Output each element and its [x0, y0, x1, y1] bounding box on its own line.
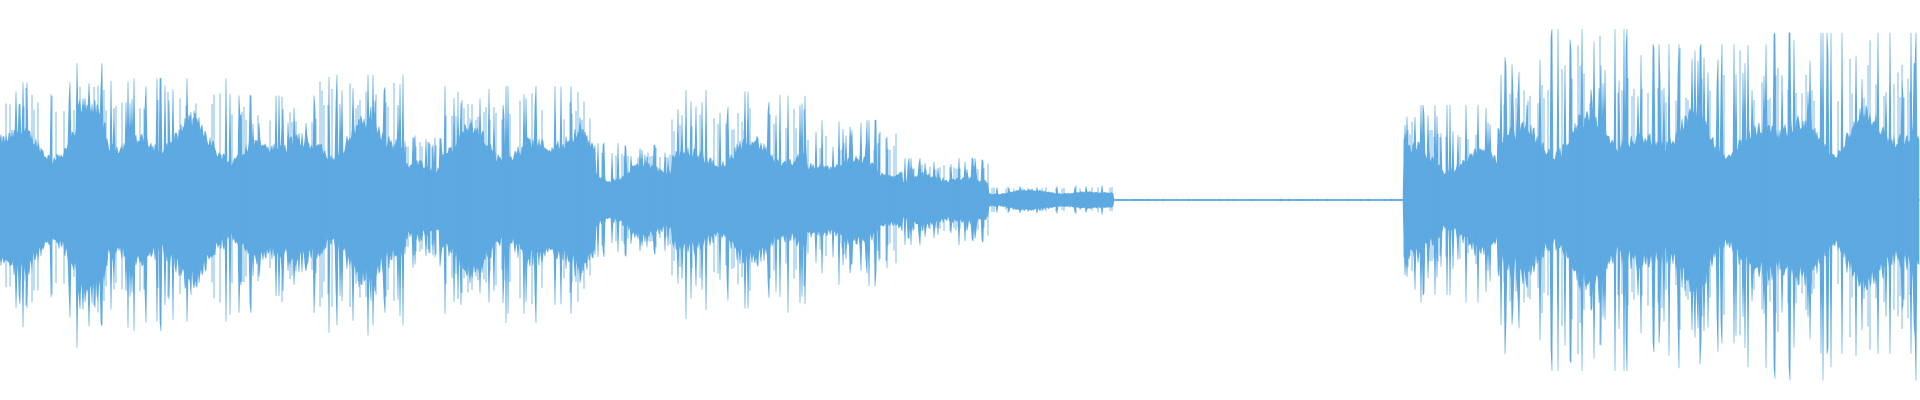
waveform-bars: [0, 28, 1920, 381]
